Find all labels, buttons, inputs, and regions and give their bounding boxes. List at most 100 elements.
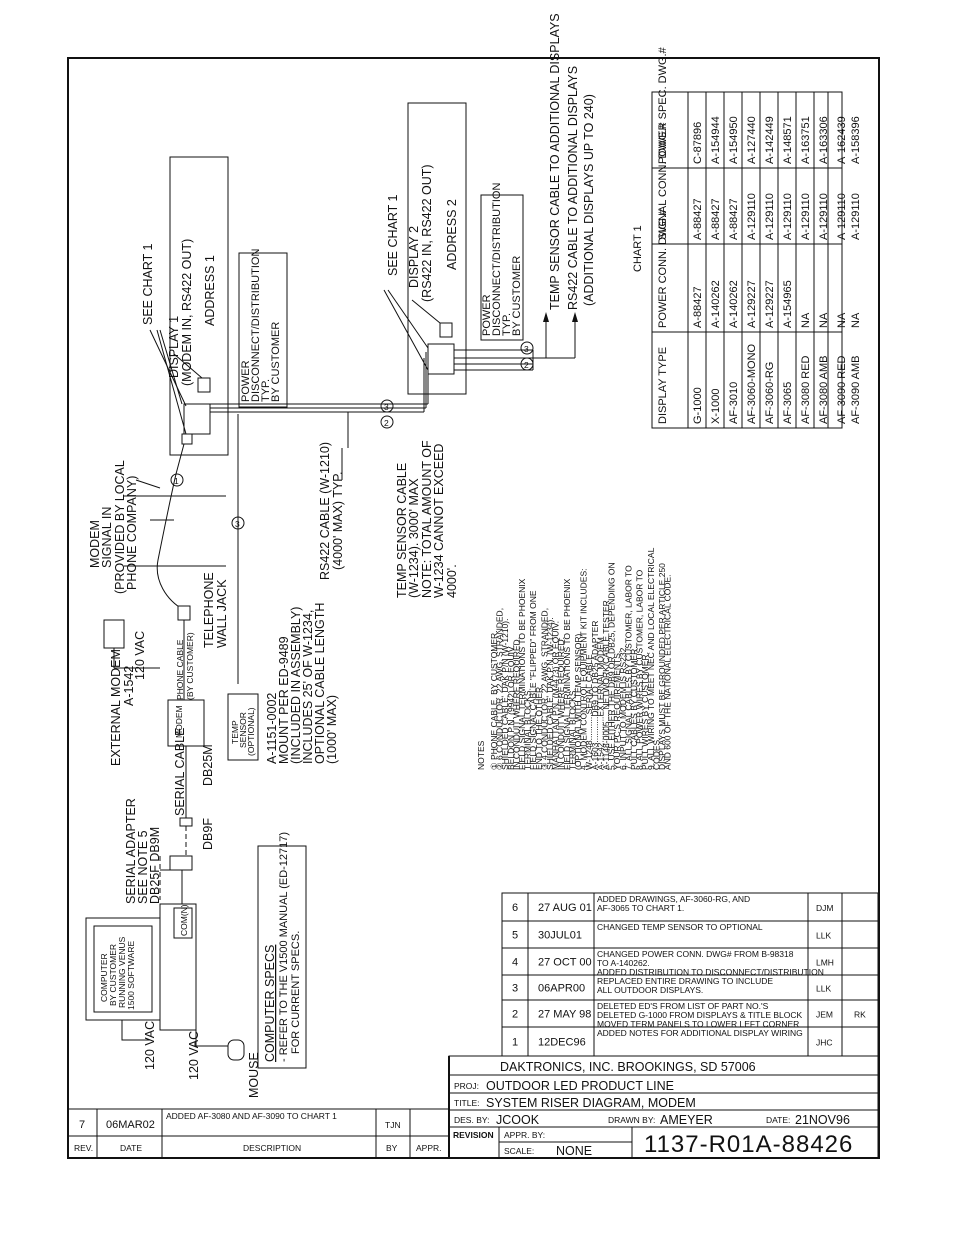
wall-jack-label-2: WALL JACK — [215, 579, 229, 648]
computer-specs-box — [257, 845, 307, 1069]
drawn-by-label: DRAWN BY: — [608, 1115, 655, 1125]
note-line: A-1603...........DB9 TO DB25 ADAPTER — [590, 621, 600, 770]
sensor-included: (INCLUDED IN ASSEMBLY) — [289, 607, 303, 764]
title-block — [448, 1055, 879, 1159]
chart-1-table: DISPLAY TYPE POWER CONN. DWG.# SIGNAL CO… — [632, 46, 843, 429]
temp-cable-note-2: W-1234 CANNOT EXCEED — [432, 444, 446, 598]
chart-header-power-conn: POWER CONN. DWG.# — [657, 208, 669, 328]
serial-cable-label: SERIAL CABLE — [173, 728, 187, 816]
chart-header-signal-conn: SIGNAL CONN. DWG.# — [657, 122, 669, 240]
rev-2-description: DELETED ED'S FROM LIST OF PART NO.'S — [597, 1001, 769, 1011]
chart-cell-r4-c3: A-129110 — [746, 193, 758, 240]
note-line: A-1148-0005.....NETWORK/CABLE TESTER — [601, 600, 611, 770]
note-line: YOUR PC'S REQUIREMENTS. — [612, 651, 622, 770]
rev-5-description: CHANGED TEMP SENSOR TO OPTIONAL — [597, 922, 763, 932]
chart-cell-r3-c2: A-140262 — [728, 280, 740, 328]
sensor-mount: MOUNT PER ED-9489 — [277, 636, 291, 764]
rev-7-by: TJN — [385, 1120, 401, 1130]
serial-adapter-note: SEE NOTE 5 — [136, 830, 150, 904]
rev-2-number: 2 — [512, 1009, 518, 1021]
rs422-additional-note: (ADDITIONAL DISPLAYS UP TO 240) — [582, 94, 596, 306]
rs422-additional-label: RS422 CABLE TO ADDITIONAL DISPLAYS — [566, 66, 580, 310]
note-line: TERMINAL BLOCKS. — [523, 688, 533, 770]
com-port-label: COM(N) — [179, 904, 189, 936]
chart-cell-r5-c1: AF-3060-RG — [764, 362, 776, 424]
title-label: TITLE: — [454, 1098, 480, 1108]
rev-6-date: 27 AUG 01 — [538, 902, 592, 914]
revision-label: REVISION — [453, 1130, 494, 1140]
display-2-power-block — [439, 322, 453, 338]
drawing-date: 21NOV96 — [795, 1113, 850, 1127]
rev-3-date: 06APR00 — [538, 983, 585, 995]
rev-6-description: AF-3065 TO CHART 1. — [597, 903, 684, 913]
chart-cell-r9-c3: A-129110 — [836, 193, 848, 240]
display-2-signal-board — [427, 343, 455, 375]
chart-cell-r10-c1: AF-3090 AMB — [850, 356, 862, 424]
chart-cell-r10-c3: A-129110 — [850, 193, 862, 240]
chart-cell-r3-c1: AF-3010 — [728, 382, 740, 424]
chart-cell-r9-c2: NA — [836, 312, 848, 328]
svg-text:1: 1 — [174, 476, 179, 486]
chart-cell-r3-c3: A-88427 — [728, 198, 740, 240]
rev-7-description: ADDED AF-3080 AND AF-3090 TO CHART 1 — [166, 1111, 337, 1121]
display-1-modem-board — [183, 403, 211, 435]
computer-specs-line-1: - REFER TO THE V1500 MANUAL (ED-12717) — [278, 832, 290, 1062]
rev-3-description: ALL OUTDOOR DISPLAYS. — [597, 985, 703, 995]
rev-2-by: JEM — [816, 1010, 833, 1020]
chart-cell-r5-c4: A-142449 — [764, 116, 776, 164]
chart-cell-r8-c4: A-163306 — [818, 116, 830, 164]
drawing-number: 1137-R01A-88426 — [644, 1131, 853, 1158]
note-line: FIELD SIGNAL TERMINATIONS TO BE PHOENIX — [517, 578, 527, 770]
chart-cell-r1-c3: A-88427 — [692, 198, 704, 240]
note-line: BELDON P.N. (9942) OR EQUIV. — [506, 645, 516, 770]
modem-signal-line-2: SIGNAL IN — [100, 507, 114, 568]
display-1-address: ADDRESS 1 — [203, 255, 217, 326]
chart-cell-r8-c2: NA — [818, 312, 830, 328]
display-1-title: DISPLAY 1 — [167, 316, 181, 378]
chart-cell-r7-c2: NA — [800, 312, 812, 328]
display-1-see-chart: SEE CHART 1 — [141, 243, 155, 325]
display-1-terminal — [181, 433, 193, 445]
note-line: IN CONDUIT WHERE REQUIRED. — [556, 637, 566, 770]
mouse-label: MOUSE — [247, 1052, 261, 1098]
computer-specs-title: COMPUTER SPECS — [263, 945, 277, 1062]
sensor-includes: INCLUDES 25' OF W-1234, — [301, 610, 315, 764]
chart-cell-r4-c1: AF-3060-MONO — [746, 343, 758, 424]
scale-label: SCALE: — [504, 1146, 534, 1156]
scale-value: NONE — [556, 1144, 592, 1158]
wall-jack-label: TELEPHONE — [202, 572, 216, 648]
note-line: ② 6 CONDUCTOR, 22 AWG, STRANDED, — [495, 608, 505, 770]
rs422-cable-label: RS422 CABLE (W-1210) — [318, 442, 332, 580]
external-modem-part: A-1542 — [122, 666, 136, 706]
chart-cell-r7-c1: AF-3080 RED — [800, 355, 812, 424]
chart-cell-r6-c3: A-129110 — [782, 193, 794, 240]
vac-computer-2: 120 VAC — [187, 1031, 201, 1080]
drawing-title: SYSTEM RISER DIAGRAM, MODEM — [486, 1096, 696, 1110]
chart-rows: G-1000A-88427A-88427C-87896X-1000A-14026… — [692, 116, 862, 424]
chart-cell-r1-c1: G-1000 — [692, 387, 704, 424]
display-1-box — [169, 156, 229, 456]
rev-2-date: 27 MAY 98 — [538, 1009, 591, 1021]
chart-cell-r2-c1: X-1000 — [710, 389, 722, 424]
rev-4-number: 4 — [512, 957, 518, 969]
rev-5-number: 5 — [512, 930, 518, 942]
svg-text:3: 3 — [524, 344, 529, 354]
rev-6-description: ADDED DRAWINGS, AF-3060-RG, AND — [597, 894, 750, 904]
computer-line-2: BY CUSTOMER — [108, 944, 118, 1006]
display-2-box — [407, 102, 467, 395]
rev-2-description: MOVED TERM PANELS TO LOWER LEFT CORNER — [597, 1019, 799, 1029]
chart-cell-r9-c4: A-162439 — [836, 116, 848, 164]
display-2-power-line-1: POWER — [481, 294, 493, 336]
note-line: SHIELDED CABLE. DAK P.N. (W-1234). — [545, 617, 555, 770]
rev-4-description: ADDED DISTRIBUTION TO DISCONNECT/DISTRIB… — [597, 967, 824, 977]
chart-cell-r7-c3: A-129110 — [800, 193, 812, 240]
db25m-label: DB25M — [201, 744, 215, 786]
sensor-optional: OPTIONAL CABLE LENGTH — [313, 603, 327, 764]
temp-cable-note-1: NOTE: TOTAL AMOUNT OF — [420, 440, 434, 598]
project-name: OUTDOOR LED PRODUCT LINE — [486, 1079, 674, 1093]
note-line: PULL CABLES BY CUSTOMER. — [629, 646, 639, 770]
rev-2-description: DELETED G-1000 FROM DISPLAYS & TITLE BLO… — [597, 1010, 802, 1020]
chart-cell-r5-c3: A-129110 — [764, 193, 776, 240]
display-1-subtitle: (MODEM IN, RS422 OUT) — [180, 239, 194, 386]
rev-7-date: 06MAR02 — [106, 1119, 155, 1131]
